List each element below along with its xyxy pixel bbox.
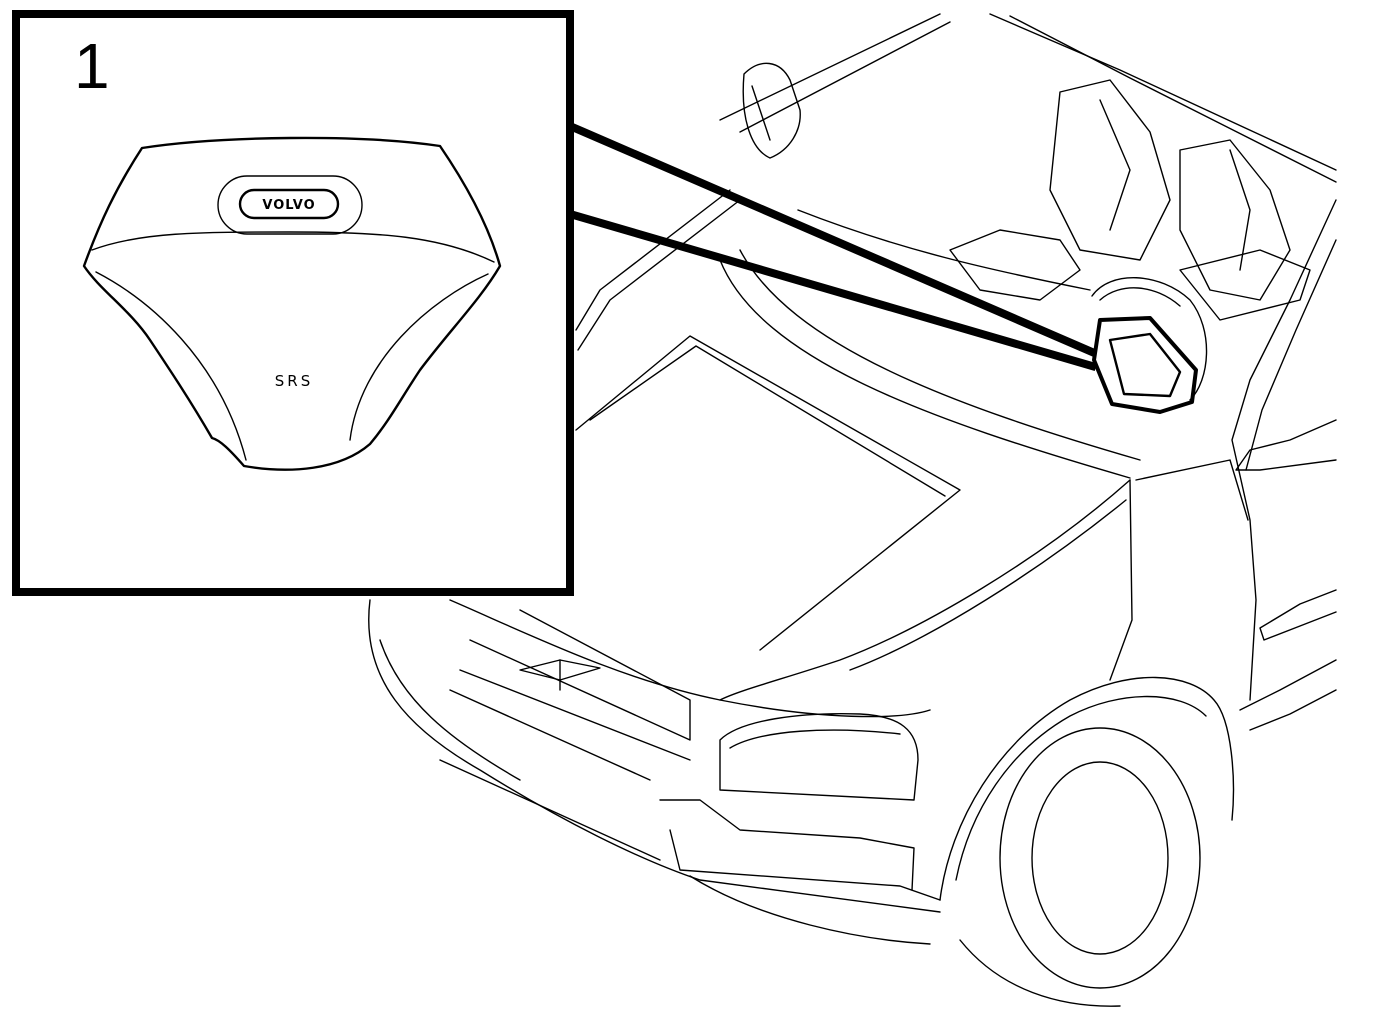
airbag-cover: VOLVO SRS [82, 136, 502, 471]
airbag-outline [82, 136, 502, 471]
volvo-logo-text: VOLVO [262, 198, 315, 213]
logo-badge [217, 175, 363, 235]
detail-inset: 1 VOLVO SRS [12, 10, 574, 596]
inset-frame [12, 10, 574, 596]
srs-label: SRS [275, 372, 313, 390]
car-illustration [368, 13, 1337, 1007]
callout-leader [564, 120, 1098, 371]
callout-number: 1 [74, 30, 110, 102]
